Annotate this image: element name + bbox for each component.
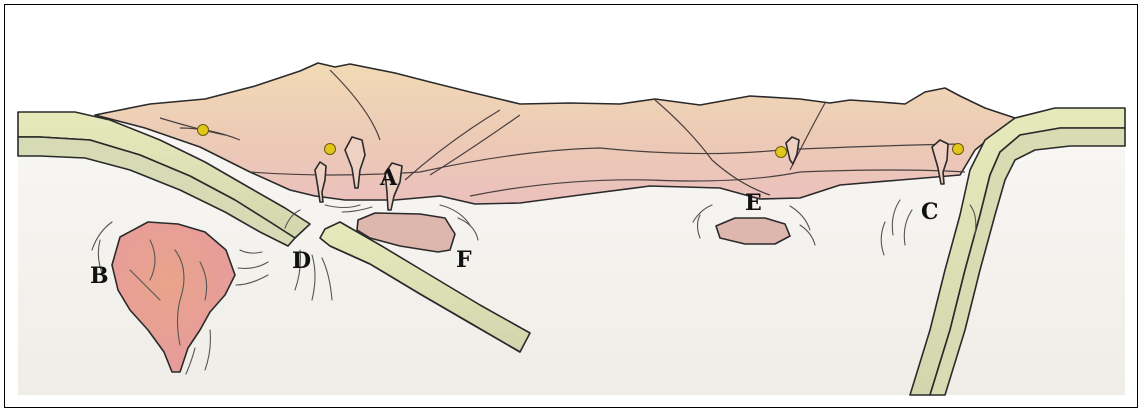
label-d: D: [292, 248, 311, 274]
label-f: F: [456, 247, 472, 273]
label-a: A: [379, 165, 398, 191]
label-b: B: [90, 263, 109, 289]
yellow-dot: [953, 144, 964, 155]
yellow-dot: [776, 147, 787, 158]
label-c: C: [921, 199, 939, 225]
intrusion-e: [716, 218, 790, 244]
yellow-dot: [325, 144, 336, 155]
label-e: E: [745, 190, 762, 216]
yellow-dot: [198, 125, 209, 136]
